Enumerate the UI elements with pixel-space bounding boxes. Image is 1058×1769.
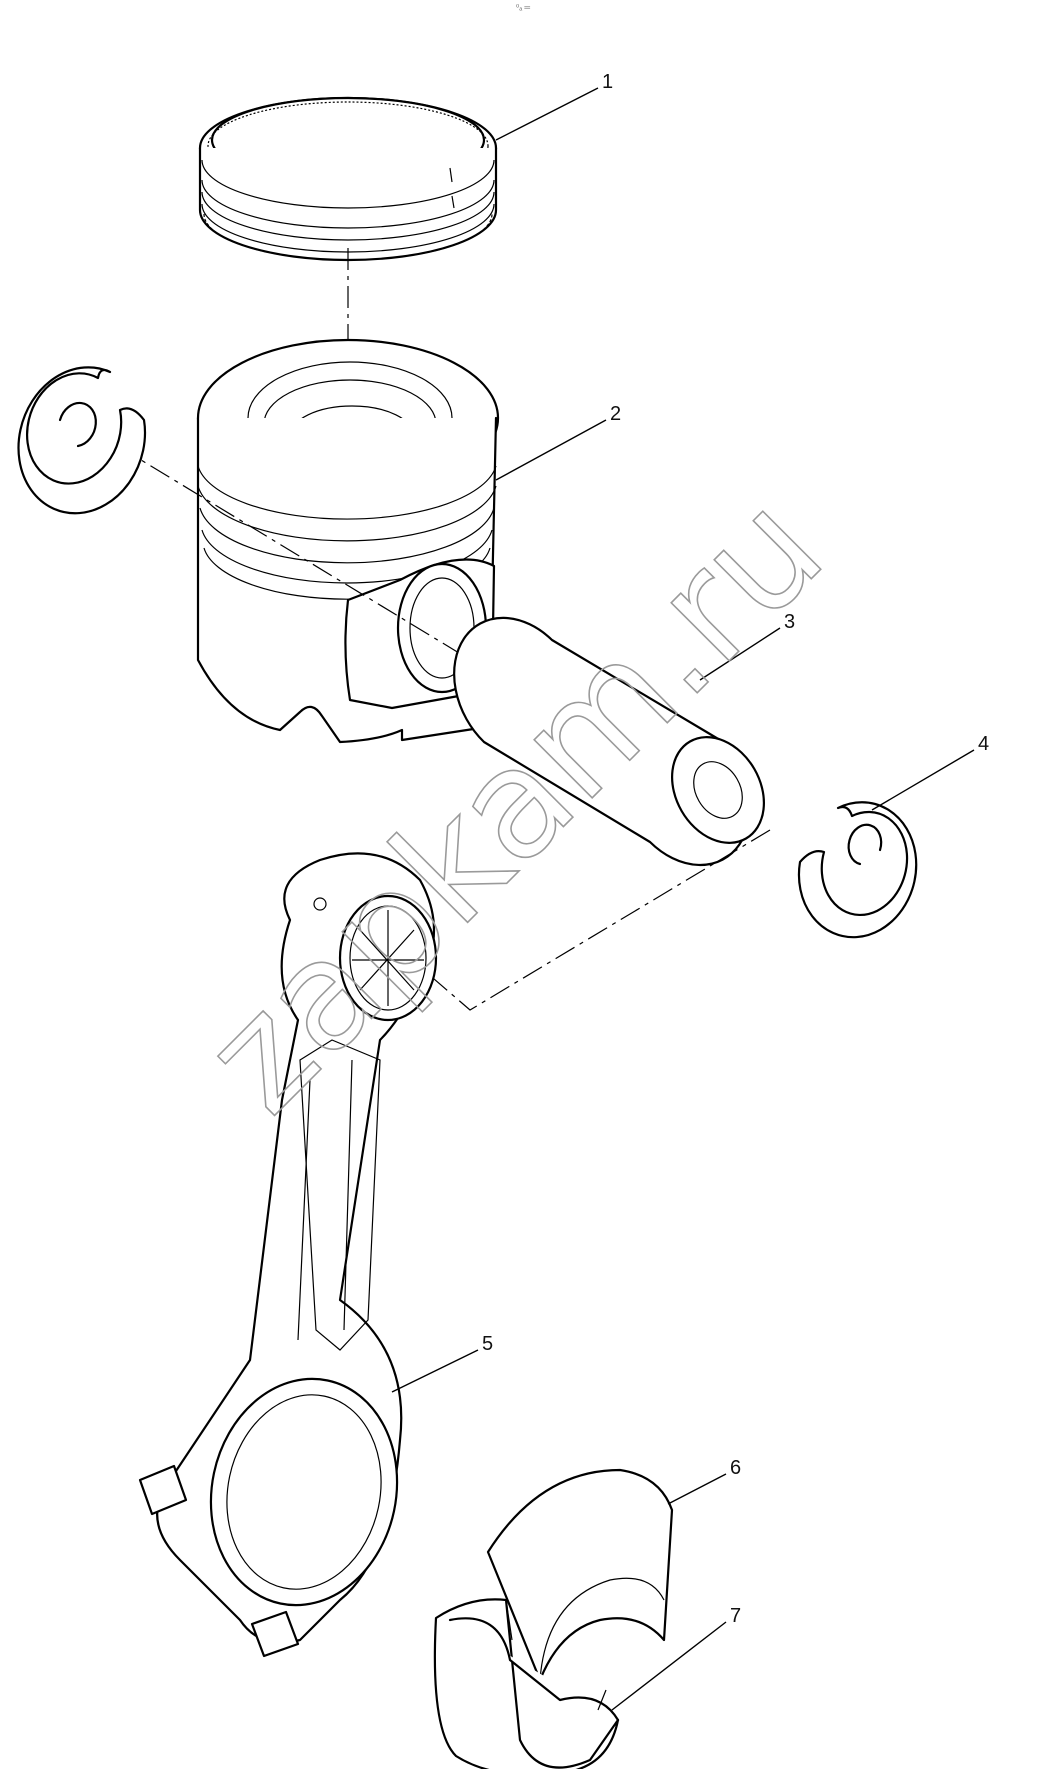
- callout-7: 7: [730, 1605, 741, 1627]
- leader-lines: [391, 87, 975, 1711]
- corner-mark: ⁰ₐ ═: [516, 3, 530, 12]
- callout-labels: 1 2 3 4 5 6 7: [482, 71, 989, 1627]
- part-4-circlip: [797, 801, 918, 939]
- callout-4: 4: [978, 733, 989, 755]
- callout-1: 1: [602, 71, 613, 93]
- callout-5: 5: [482, 1333, 493, 1355]
- part-5-connecting-rod: [138, 852, 438, 1658]
- part-7-lower-bearing-shell: [433, 1598, 620, 1769]
- pin-axis: [117, 445, 521, 691]
- callout-3: 3: [784, 611, 795, 633]
- part-3-piston-pin: [453, 616, 766, 867]
- callout-2: 2: [610, 403, 621, 425]
- circlip-left: [17, 366, 147, 515]
- part-1-piston-rings: [198, 96, 498, 262]
- callout-6: 6: [730, 1457, 741, 1479]
- part-2-piston: [196, 338, 500, 744]
- part-6-upper-bearing-shell: [486, 1468, 674, 1682]
